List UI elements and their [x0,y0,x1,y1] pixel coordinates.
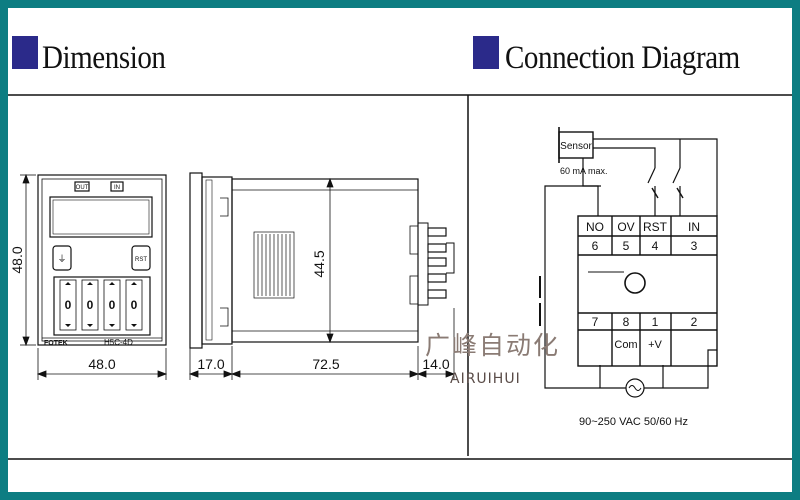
front-bezel [189,172,203,349]
terminal-number: 8 [623,315,630,329]
lock-button [52,245,72,271]
rst-label: RST [135,257,147,263]
pin-depth-label: 14.0 [422,356,449,372]
digit-switch: 0 [81,279,99,331]
height-label: 48.0 [9,246,25,273]
digit-switch: 0 [103,279,121,331]
digit-switch-panel [53,276,151,336]
terminal-label-ov: OV [617,220,634,234]
bezel-rib [205,179,213,341]
pin [427,227,447,237]
out-label: OUT [76,185,89,191]
in-label: IN [114,185,120,191]
out-indicator [74,181,90,192]
body-depth-label: 72.5 [312,356,339,372]
terminal-number: 3 [691,239,698,253]
terminal-label-com: Com [614,339,637,351]
height-dimension-line [20,173,36,347]
terminal-number: 2 [691,315,698,329]
front-face-inner [41,178,163,342]
display-window-inner [52,199,150,235]
in-indicator [110,181,124,192]
drawing-sheet: Dimension Connection Diagram OUT IN ⏚ RS… [8,8,792,492]
terminal-number: 4 [652,239,659,253]
connection-diagram-title: Connection Diagram [505,40,740,76]
inner-height-dimension-line [326,177,334,344]
dimension-title-square [12,36,38,69]
svg-text:0: 0 [131,298,138,312]
digit-switches: 0 0 0 0 [59,279,143,331]
svg-text:0: 0 [87,298,94,312]
rst-button [131,245,151,271]
sensor-label: Sensor [560,141,592,152]
bezel-body [201,176,233,345]
socket-block [417,222,429,306]
pin [427,257,447,267]
lock-icon: ⏚ [57,254,66,264]
terminal-label-in: IN [688,220,700,234]
sine-wave-icon [628,385,642,391]
switch-contacts [651,187,684,199]
width-label: 48.0 [88,356,115,372]
watermark-chinese: 广峰自动化 [425,331,561,360]
terminal-number: 5 [623,239,630,253]
pin [427,289,447,299]
svg-text:0: 0 [65,298,72,312]
terminal-number: 6 [592,239,599,253]
model-label: H5C-4D [104,338,133,347]
brand-label: FOTEK [44,340,68,347]
sensor-current-note: 60 mA max. [560,166,608,176]
display-window [49,196,153,238]
connection-title-square [473,36,499,69]
label-hatch [253,231,295,299]
side-view [189,172,455,349]
mounting-clips [220,197,229,327]
front-depth-label: 17.0 [197,356,224,372]
depth-dimension-line [188,308,456,380]
digit-switch: 0 [125,279,143,331]
digit-switch: 0 [59,279,77,331]
pin [427,273,447,283]
front-face-outline [37,174,167,346]
terminal-label-rst: RST [643,220,668,234]
svg-text:0: 0 [109,298,116,312]
wiring [544,138,718,389]
terminal-number: 7 [592,315,599,329]
terminal-number: 1 [652,315,659,329]
terminal-label-plus-v: +V [648,339,662,351]
supply-label: 90~250 VAC 50/60 Hz [579,416,688,428]
inner-height-label: 44.5 [311,250,327,277]
terminal-label-no: NO [586,220,604,234]
terminal-block [577,215,718,367]
dimension-title: Dimension [42,40,166,76]
drawing-canvas: OUT IN ⏚ RST 0 0 0 0 [8,94,792,460]
pin [427,243,447,253]
width-dimension-line [36,348,168,380]
front-view [37,174,167,346]
watermark-english: AIRUIHUI [450,371,521,387]
